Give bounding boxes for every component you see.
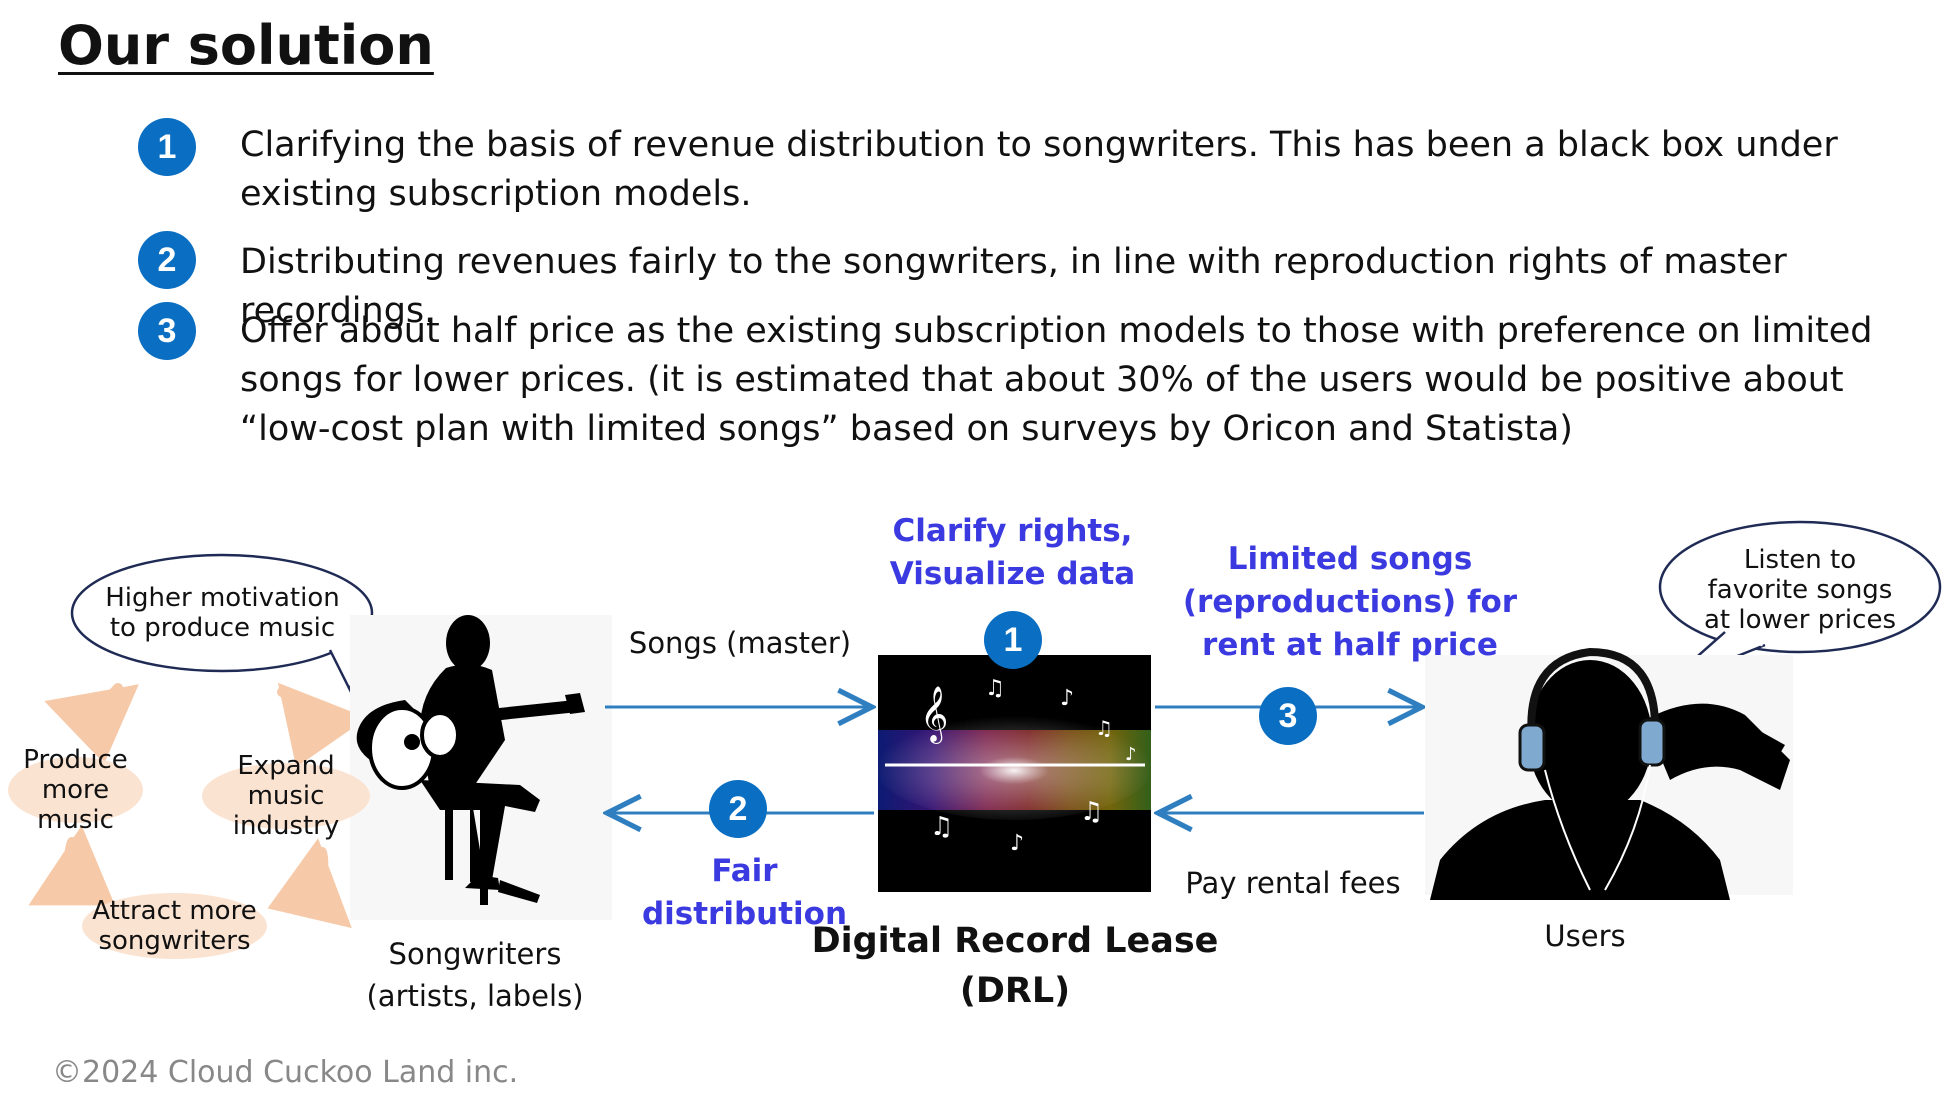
copyright-text: ©2024 Cloud Cuckoo Land inc. xyxy=(52,1055,518,1090)
diagram-badge-1: 1 xyxy=(984,611,1042,669)
diagram-badge-2: 2 xyxy=(709,780,767,838)
treble-clef-icon: 𝄞 xyxy=(920,686,948,744)
svg-text:♫: ♫ xyxy=(985,676,1005,701)
songwriters-bubble-text: Higher motivation to produce music xyxy=(100,583,345,643)
cycle-node-attract: Attract more songwriters xyxy=(82,893,267,959)
users-bubble-text: Listen to favorite songs at lower prices xyxy=(1700,545,1900,635)
drl-title-line1: Digital Record Lease xyxy=(800,916,1230,966)
users-label: Users xyxy=(1520,915,1650,957)
svg-text:♫: ♫ xyxy=(1095,716,1113,740)
clarify-label: Clarify rights, Visualize data xyxy=(880,510,1145,596)
limited-songs-label: Limited songs (reproductions) for rent a… xyxy=(1170,538,1530,667)
cycle-node-produce: Produce more music xyxy=(8,757,143,823)
drl-title-line2: (DRL) xyxy=(800,966,1230,1016)
svg-text:♪: ♪ xyxy=(1010,831,1024,856)
svg-text:♪: ♪ xyxy=(1060,686,1074,711)
songs-master-label: Songs (master) xyxy=(620,622,860,664)
songwriters-label: Songwriters (artists, labels) xyxy=(360,933,590,1017)
svg-text:♪: ♪ xyxy=(1125,744,1137,765)
cycle-node-expand: Expand music industry xyxy=(202,763,370,829)
diagram-badge-3: 3 xyxy=(1259,687,1317,745)
svg-text:♫: ♫ xyxy=(1080,797,1103,827)
svg-text:♫: ♫ xyxy=(930,812,953,842)
pay-rental-label: Pay rental fees xyxy=(1168,862,1418,904)
drl-music-image: 𝄞 ♫ ♪ ♫ ♫ ♪ ♫ ♪ xyxy=(874,655,1154,892)
